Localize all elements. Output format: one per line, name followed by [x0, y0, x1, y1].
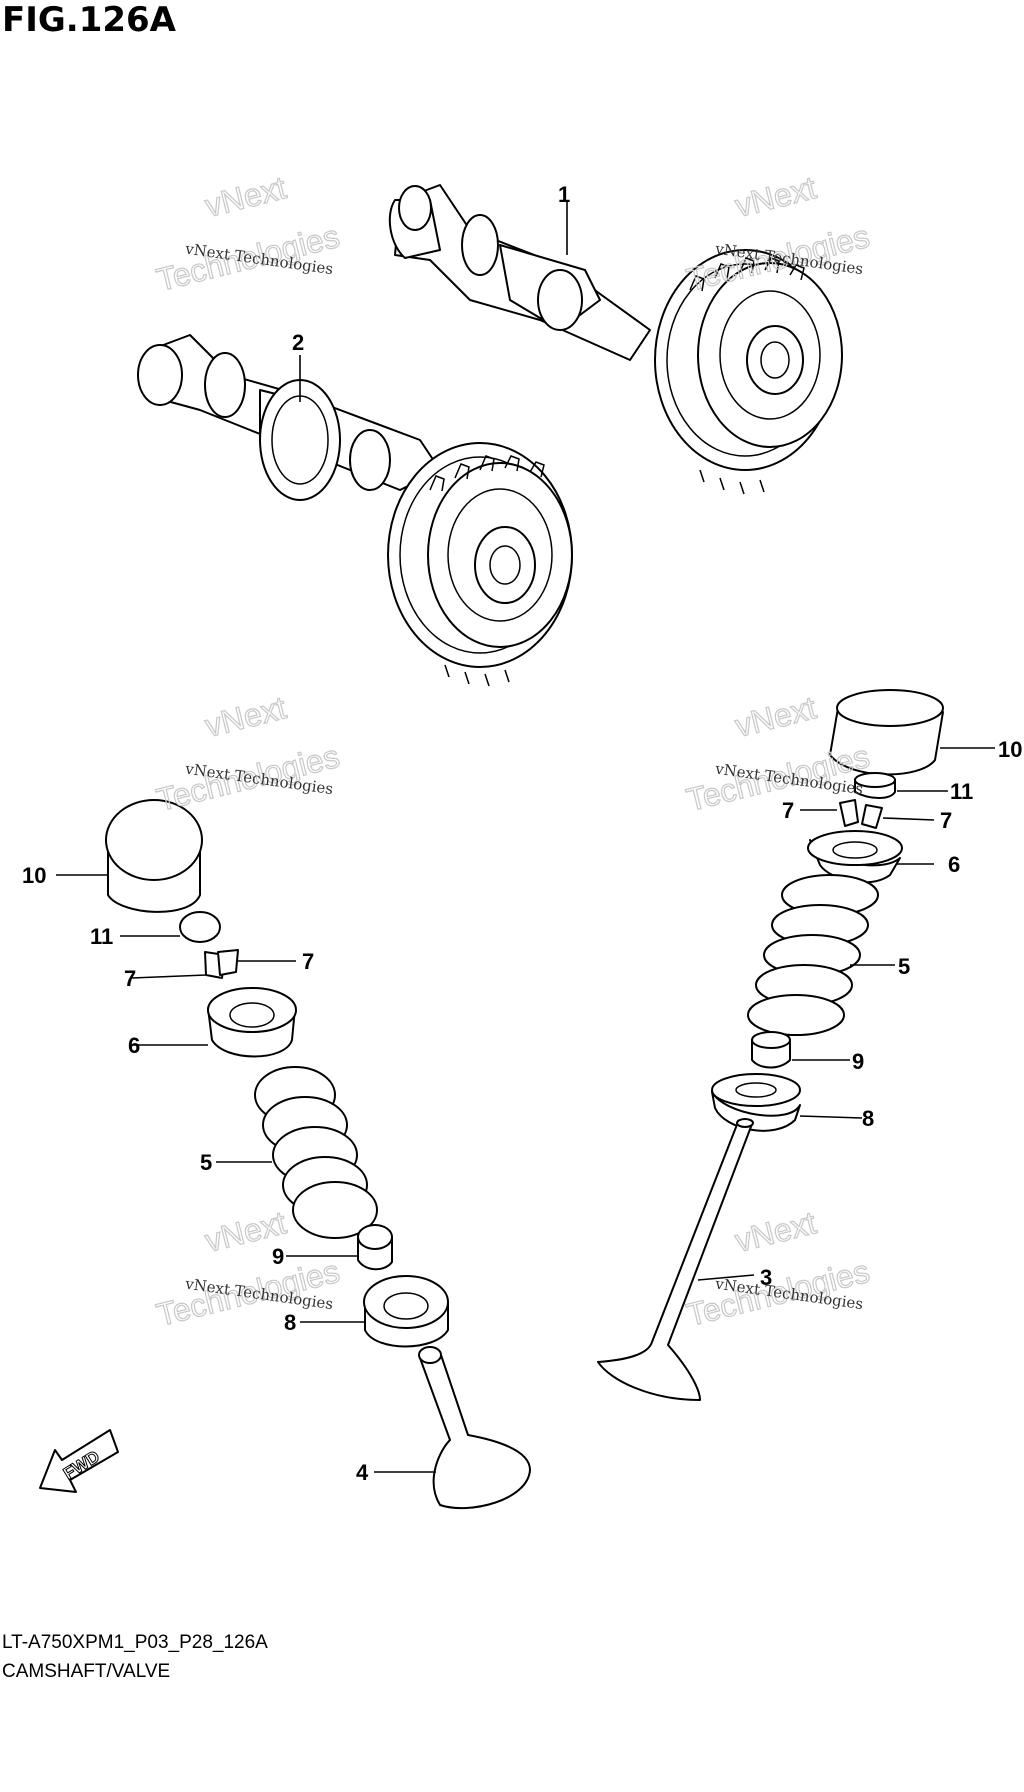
figure-caption: CAMSHAFT/VALVE: [2, 1661, 171, 1682]
tappet-left: [105, 799, 203, 913]
callout-7-left-b: 7: [124, 966, 136, 991]
fwd-arrow-icon: FWD: [39, 1429, 119, 1493]
stem-seal-right: [751, 1031, 791, 1069]
tappet-right: [829, 689, 944, 776]
camshaft-1: [388, 184, 843, 495]
valve-assembly-left: [105, 799, 531, 1509]
callout-10-left: 10: [22, 863, 46, 888]
spring-left: [254, 1066, 378, 1239]
valve-left: [418, 1346, 531, 1509]
drawing-code: LT-A750XPM1_P03_P28_126A: [2, 1632, 268, 1653]
stem-seal-left: [357, 1224, 393, 1271]
spring-seat-left: [363, 1275, 449, 1348]
svg-text:vNext: vNext: [732, 1204, 820, 1259]
callout-8-left: 8: [284, 1310, 296, 1335]
callout-11-left: 11: [90, 924, 113, 949]
callout-7-right-a: 7: [782, 798, 794, 823]
callout-5-right: 5: [898, 954, 910, 979]
callout-7-right-b: 7: [940, 808, 952, 833]
callout-5-left: 5: [200, 1150, 212, 1175]
shim-left: [179, 911, 221, 943]
shim-right: [854, 772, 896, 799]
callout-1: 1: [558, 182, 570, 207]
callout-6-right: 6: [948, 852, 960, 877]
figure-title: FIG.126A: [2, 0, 176, 40]
camshaft-2: [137, 334, 573, 687]
watermark-top-left: vNext Technologies vNext Technologies: [152, 169, 343, 299]
svg-text:vNext: vNext: [202, 169, 290, 224]
valve-right: [597, 1118, 754, 1401]
cotter-right-a: [839, 799, 859, 827]
cotter-left-b: [217, 949, 239, 976]
svg-text:vNext: vNext: [732, 689, 820, 744]
callout-labels: 1 2 10 11 7 7 6 5 9 8 3 10 11 7 7 6 5 9 …: [22, 182, 1022, 1485]
spring-seat-right: [711, 1073, 801, 1132]
callout-10-right: 10: [998, 737, 1022, 762]
watermark-mid-left: vNext Technologies vNext Technologies: [152, 689, 343, 819]
cotter-right-b: [861, 804, 883, 829]
callout-3: 3: [760, 1265, 772, 1290]
callout-9-left: 9: [272, 1244, 284, 1269]
callout-2: 2: [292, 330, 304, 355]
spring-right: [747, 874, 879, 1036]
retainer-right: [807, 830, 903, 884]
retainer-left: [207, 987, 297, 1058]
valve-assembly-right: [597, 689, 944, 1401]
svg-text:vNext: vNext: [732, 169, 820, 224]
leader-lines: [56, 202, 995, 1473]
callout-8-right: 8: [862, 1106, 874, 1131]
callout-11-right: 11: [950, 779, 973, 804]
callout-4: 4: [356, 1460, 369, 1485]
callout-9-right: 9: [852, 1049, 864, 1074]
svg-text:vNext: vNext: [202, 689, 290, 744]
callout-7-left-a: 7: [302, 949, 314, 974]
callout-6-left: 6: [128, 1033, 140, 1058]
